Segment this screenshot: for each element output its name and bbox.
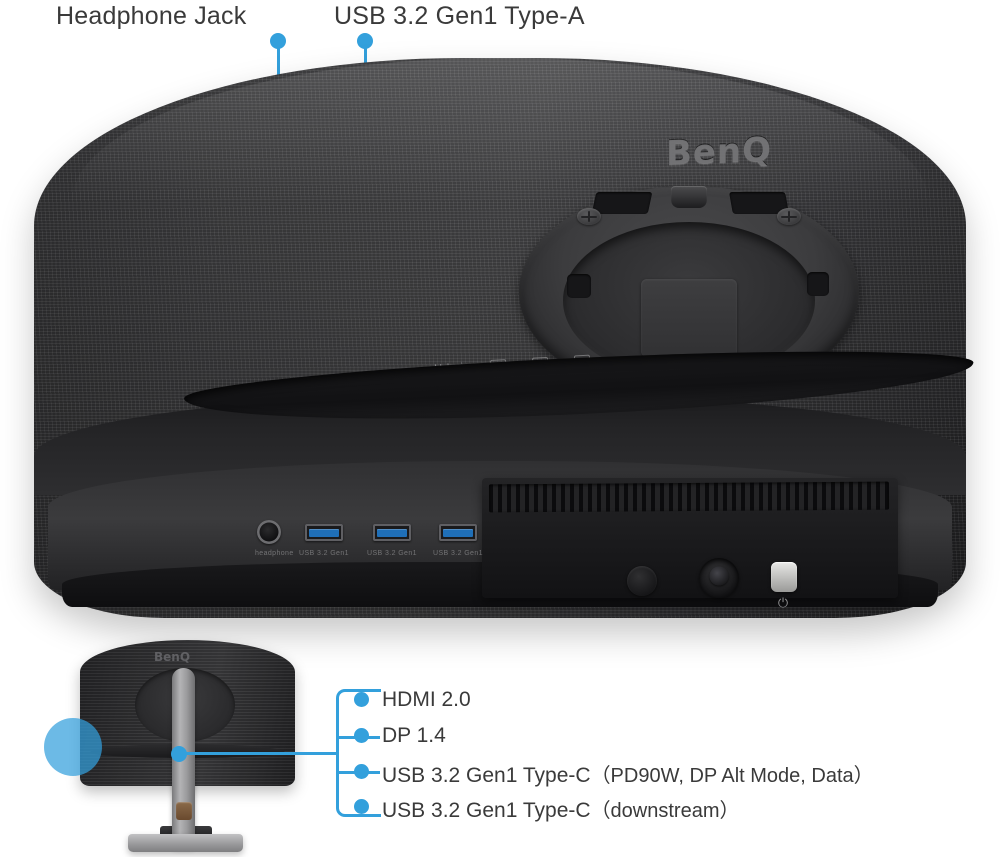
callout-usbc-downstream-text: USB 3.2 Gen1 Type-C [382, 799, 591, 822]
callout-dot-usbc-downstream [354, 799, 369, 814]
callout-label-usbc-upstream: USB 3.2 Gen1 Type-C（PD90W, DP Alt Mode, … [382, 759, 874, 788]
io-port-row: headphone USB 3.2 Gen1 USB 3.2 Gen1 USB … [249, 514, 483, 570]
callout-dp-text: DP 1.4 [382, 724, 446, 747]
callout-dot-usbc-upstream [354, 764, 369, 779]
control-joystick[interactable] [699, 558, 739, 598]
usb-a-port-1[interactable] [305, 524, 343, 541]
bottom-callout-list: HDMI 2.0 DP 1.4 USB 3.2 Gen1 Type-C（PD90… [336, 680, 976, 830]
vesa-clip [671, 186, 707, 208]
usb-a-blue-insert-3 [443, 528, 473, 537]
callout-usbc-upstream-text: USB 3.2 Gen1 Type-C [382, 764, 591, 787]
thumbnail-stand-base [128, 834, 243, 852]
callout-label-headphone-jack: Headphone Jack [56, 2, 247, 30]
vesa-slot-left [591, 192, 653, 214]
leader-bracket-bottom-lower [336, 752, 381, 817]
monitor-thumbnail: BenQ [80, 640, 295, 855]
callout-hdmi-text: HDMI 2.0 [382, 688, 471, 711]
callout-usbc-downstream-note: （downstream） [590, 800, 740, 822]
callout-label-hdmi: HDMI 2.0 [382, 688, 471, 712]
speaker-vent-grille [488, 481, 890, 513]
vesa-slot-square-left [567, 274, 591, 298]
vesa-center-plate [641, 278, 737, 357]
callout-dot-dp [354, 728, 369, 743]
monitor-rear-view: BenQ Hdmi [34, 58, 975, 618]
headphone-jack-port[interactable] [257, 520, 281, 544]
usb-a-blue-insert-1 [309, 528, 339, 537]
io-tag-headphone: headphone [255, 550, 294, 557]
callout-dot-hdmi [354, 692, 369, 707]
io-tag-usb-3: USB 3.2 Gen1 [433, 550, 483, 557]
benq-logo: BenQ [665, 129, 773, 175]
control-button-round[interactable] [627, 566, 657, 596]
usb-a-port-2[interactable] [373, 524, 411, 541]
vesa-screw-top-left [577, 208, 601, 225]
callout-label-usbc-downstream: USB 3.2 Gen1 Type-C（downstream） [382, 794, 740, 823]
vesa-screw-top-right [777, 208, 801, 225]
vesa-slot-square-right [807, 272, 829, 296]
callout-label-usb-a: USB 3.2 Gen1 Type-A [334, 2, 585, 30]
io-tag-usb-1: USB 3.2 Gen1 [299, 550, 349, 557]
callout-usbc-upstream-note: （PD90W, DP Alt Mode, Data） [590, 765, 874, 787]
thumbnail-cable-management [176, 802, 192, 820]
leader-bracket-bottom-top [336, 689, 381, 756]
thumbnail-benq-logo: BenQ [153, 650, 191, 664]
power-button[interactable] [771, 562, 797, 592]
usb-a-port-3[interactable] [439, 524, 477, 541]
io-tag-usb-2: USB 3.2 Gen1 [367, 550, 417, 557]
usb-a-blue-insert-2 [377, 528, 407, 537]
leader-line-thumbnail-horizontal [179, 752, 337, 755]
callout-label-dp: DP 1.4 [382, 724, 446, 748]
thumbnail-port-highlight [44, 718, 102, 776]
power-icon: ⏻ [777, 595, 789, 610]
